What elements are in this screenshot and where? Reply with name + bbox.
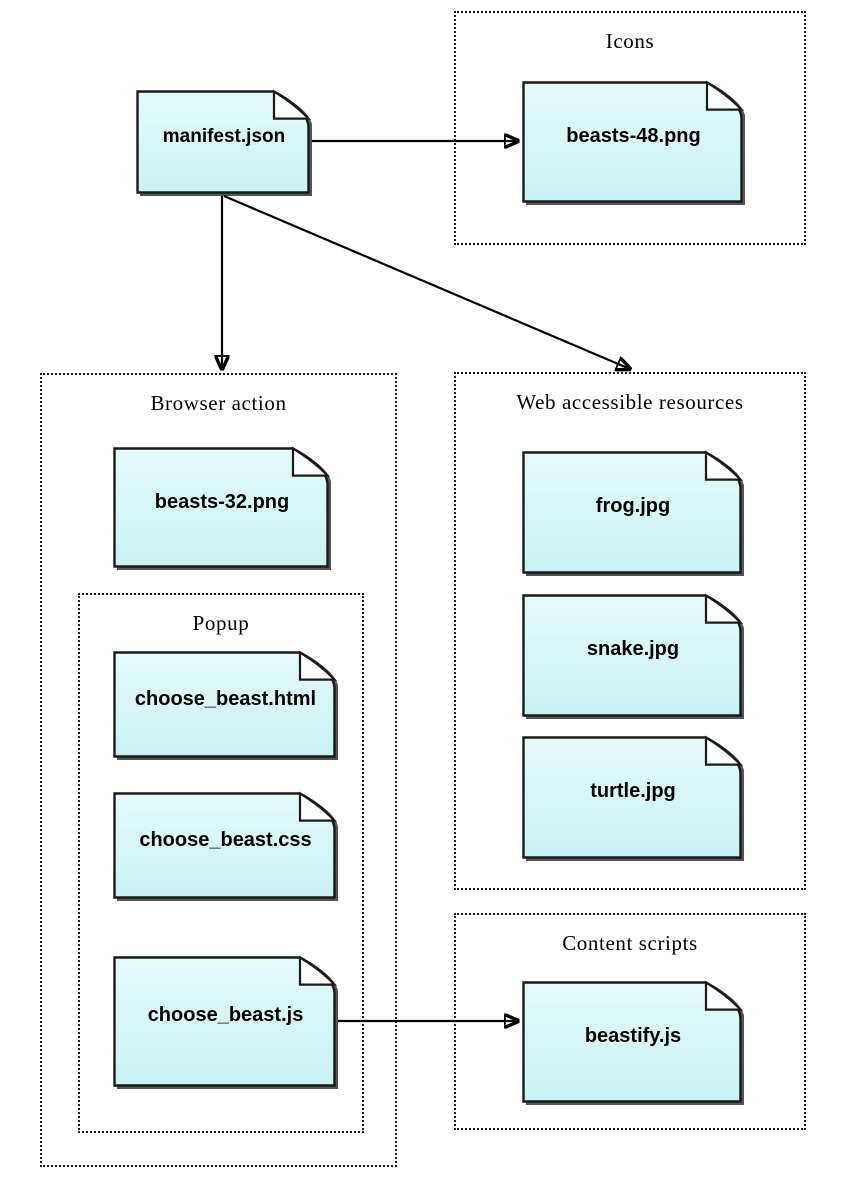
file-node-turtle-jpg[interactable]: turtle.jpg — [522, 735, 744, 862]
file-node-snake-jpg[interactable]: snake.jpg — [522, 593, 744, 720]
document-icon — [522, 735, 744, 862]
group-title-web-accessible-resources: Web accessible resources — [516, 390, 744, 414]
file-node-choose-beast-html[interactable]: choose_beast.html — [113, 650, 338, 761]
document-icon — [113, 446, 331, 571]
document-icon — [522, 980, 744, 1106]
group-title-content-scripts: Content scripts — [562, 931, 698, 955]
document-icon — [522, 80, 745, 206]
document-icon — [113, 650, 338, 761]
group-web-accessible-resources: Web accessible resources — [454, 372, 806, 890]
document-icon — [522, 450, 744, 577]
file-node-beasts-32-png[interactable]: beasts-32.png — [113, 446, 331, 571]
group-browser-action: Browser action — [40, 373, 397, 1167]
file-node-beasts-48-png[interactable]: beasts-48.png — [522, 80, 745, 206]
file-node-manifest-json[interactable]: manifest.json — [136, 89, 312, 197]
document-icon — [522, 593, 744, 720]
file-node-frog-jpg[interactable]: frog.jpg — [522, 450, 744, 577]
file-node-choose-beast-js[interactable]: choose_beast.js — [113, 955, 338, 1090]
document-icon — [113, 955, 338, 1090]
group-title-icons: Icons — [605, 29, 655, 53]
file-node-choose-beast-css[interactable]: choose_beast.css — [113, 791, 338, 902]
document-icon — [136, 89, 312, 197]
group-title-popup: Popup — [192, 611, 250, 635]
group-title-browser-action: Browser action — [150, 391, 287, 415]
document-icon — [113, 791, 338, 902]
group-popup: Popup — [78, 593, 364, 1133]
file-node-beastify-js[interactable]: beastify.js — [522, 980, 744, 1106]
group-content-scripts: Content scripts — [454, 913, 806, 1130]
